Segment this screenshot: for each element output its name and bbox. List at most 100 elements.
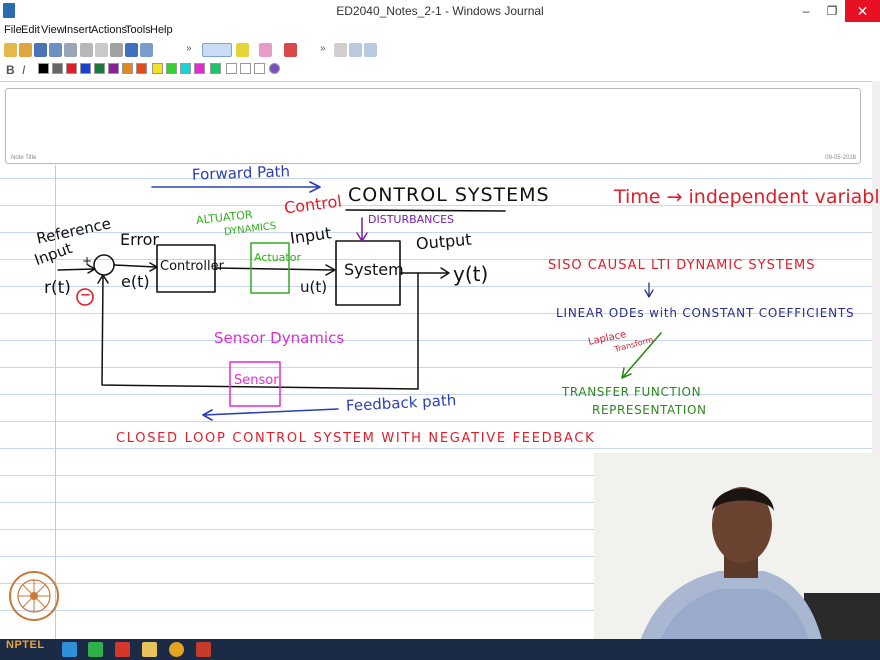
menu-insert[interactable]: Insert <box>64 24 92 36</box>
overflow-chevron-icon[interactable]: » <box>186 43 192 54</box>
margin-line <box>55 165 56 639</box>
ruled-line <box>0 610 872 611</box>
forward-path-label: Forward Path <box>191 162 291 184</box>
redo-icon[interactable] <box>140 43 153 57</box>
ruled-line <box>0 529 872 530</box>
sensor-label: Sensor <box>234 373 279 388</box>
app-icon-c-green[interactable] <box>88 642 103 657</box>
minus-sign: − <box>80 288 91 303</box>
color-swatch-yellow[interactable] <box>152 63 163 74</box>
controller-label: Controller <box>160 259 224 274</box>
output-signal: y(t) <box>453 262 489 286</box>
file-explorer-icon[interactable] <box>62 642 77 657</box>
error-signal: e(t) <box>121 272 150 291</box>
color-swatch-gray[interactable] <box>52 63 63 74</box>
sensor-dynamics-label: Sensor Dynamics <box>214 329 345 347</box>
transfer-function-label: TRANSFER FUNCTION <box>562 385 702 399</box>
zoom-in-icon[interactable] <box>349 43 362 57</box>
ruled-line <box>0 178 872 179</box>
paste-icon[interactable] <box>110 43 123 57</box>
system-label: System <box>344 260 404 279</box>
siso-systems-note: SISO CAUSAL LTI DYNAMIC SYSTEMS <box>548 258 816 273</box>
zoom-out-icon[interactable] <box>364 43 377 57</box>
color-swatch-green[interactable] <box>166 63 177 74</box>
menu-tools[interactable]: Tools <box>125 24 151 36</box>
color-swatch-blue[interactable] <box>80 63 91 74</box>
color-swatch-white-3[interactable] <box>254 63 265 74</box>
format-toolbar: B I <box>0 61 880 81</box>
nptel-logo-icon <box>9 571 59 621</box>
color-swatch-white[interactable] <box>226 63 237 74</box>
overflow-chevron-icon-2[interactable]: » <box>320 43 326 54</box>
eraser-icon[interactable] <box>259 43 272 57</box>
custom-color-icon[interactable] <box>269 63 280 74</box>
lecturer-webcam-video <box>594 453 880 660</box>
ruled-line <box>0 448 872 449</box>
output-label: Output <box>415 229 473 254</box>
time-variable-note: Time → independent variable. <box>614 186 880 208</box>
reference-signal: r(t) <box>44 278 71 298</box>
window-title: ED2040_Notes_2-1 - Windows Journal <box>336 4 544 18</box>
main-toolbar: » » <box>0 39 880 61</box>
note-title-box[interactable]: Note Title 09-05-2018 <box>5 88 861 164</box>
control-systems-heading: CONTROL SYSTEMS <box>348 184 550 206</box>
actuator-label: Actuator <box>254 251 301 264</box>
menu-actions[interactable]: Actions <box>91 24 128 36</box>
ruled-line <box>0 367 872 368</box>
highlighter-icon[interactable] <box>236 43 249 57</box>
menu-view[interactable]: View <box>41 24 65 36</box>
lasso-select-icon[interactable] <box>284 43 297 57</box>
color-swatch-black[interactable] <box>38 63 49 74</box>
new-note-icon[interactable] <box>4 43 17 57</box>
pen-tool-icon[interactable] <box>202 43 232 57</box>
cut-icon[interactable] <box>80 43 93 57</box>
ruled-line <box>0 259 872 260</box>
menu-bar: File Edit View Insert Actions Tools Help <box>0 22 880 39</box>
plus-sign: + <box>82 254 93 268</box>
ruled-line <box>0 475 872 476</box>
representation-label: REPRESENTATION <box>592 403 707 417</box>
color-swatch-white-2[interactable] <box>240 63 251 74</box>
nptel-watermark-text: NPTEL <box>6 639 45 651</box>
error-label: Error <box>120 230 159 249</box>
color-swatch-orange[interactable] <box>122 63 133 74</box>
app-icon-c-red[interactable] <box>115 642 130 657</box>
copy-icon[interactable] <box>95 43 108 57</box>
save-icon[interactable] <box>34 43 47 57</box>
close-button[interactable]: ✕ <box>845 0 880 22</box>
restore-button[interactable]: ❐ <box>826 4 838 18</box>
color-swatch-red[interactable] <box>66 63 77 74</box>
control-input-signal: u(t) <box>300 278 328 296</box>
color-swatch-light-green[interactable] <box>210 63 221 74</box>
ruled-line <box>0 286 872 287</box>
bold-button[interactable]: B <box>6 63 15 77</box>
disturbances-label: DISTURBANCES <box>368 213 455 226</box>
ruled-line <box>0 502 872 503</box>
folder-icon[interactable] <box>142 642 157 657</box>
menu-edit[interactable]: Edit <box>21 24 40 36</box>
italic-button[interactable]: I <box>22 63 26 77</box>
open-icon[interactable] <box>19 43 32 57</box>
journal-app-icon[interactable] <box>3 3 15 18</box>
color-swatch-purple[interactable] <box>108 63 119 74</box>
print-icon[interactable] <box>49 43 62 57</box>
find-icon[interactable] <box>64 43 77 57</box>
ruled-line <box>0 556 872 557</box>
note-date: 09-05-2018 <box>825 155 856 161</box>
ruled-line <box>0 421 872 422</box>
hand-pan-icon[interactable] <box>334 43 347 57</box>
color-swatch-darkgreen[interactable] <box>94 63 105 74</box>
title-bar: ED2040_Notes_2-1 - Windows Journal – ❐ ✕ <box>0 0 880 22</box>
menu-help[interactable]: Help <box>150 24 173 36</box>
menu-file[interactable]: File <box>4 24 22 36</box>
undo-icon[interactable] <box>125 43 138 57</box>
ruled-line <box>0 313 872 314</box>
color-swatch-cyan[interactable] <box>180 63 191 74</box>
chrome-icon[interactable] <box>169 642 184 657</box>
powerpoint-icon[interactable] <box>196 642 211 657</box>
minimize-button[interactable]: – <box>802 4 810 18</box>
vertical-scrollbar[interactable] <box>872 81 880 639</box>
color-swatch-red-orange[interactable] <box>136 63 147 74</box>
color-swatch-magenta[interactable] <box>194 63 205 74</box>
ruled-line <box>0 205 872 206</box>
